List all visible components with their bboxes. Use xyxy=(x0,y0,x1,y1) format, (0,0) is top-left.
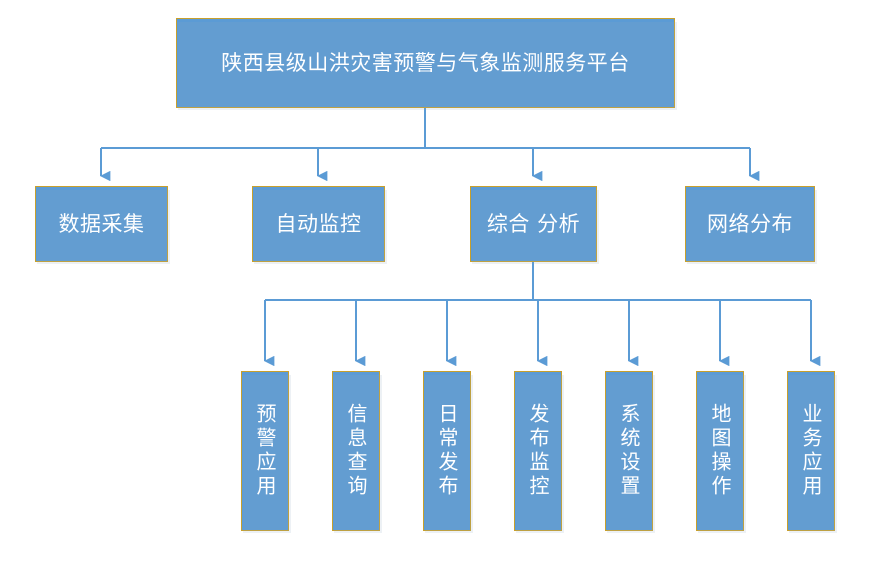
node-map-operation-label: 地图操作 xyxy=(708,403,732,499)
node-network-distribution[interactable]: 网络分布 xyxy=(685,186,817,264)
node-data-collection-label: 数据采集 xyxy=(58,211,145,236)
node-system-settings-label: 系统设置 xyxy=(617,403,641,499)
node-comprehensive-analysis[interactable]: 综合 分析 xyxy=(470,186,599,264)
node-business-application[interactable]: 业务应用 xyxy=(787,371,837,533)
node-publishing-monitoring[interactable]: 发布监控 xyxy=(514,371,564,533)
node-daily-publishing-label: 日常发布 xyxy=(435,403,459,499)
node-comprehensive-analysis-label: 综合 分析 xyxy=(486,211,581,236)
node-information-query[interactable]: 信息查询 xyxy=(332,371,382,533)
node-network-distribution-label: 网络分布 xyxy=(707,211,793,236)
node-auto-monitoring[interactable]: 自动监控 xyxy=(252,186,387,264)
node-business-application-label: 业务应用 xyxy=(799,403,823,499)
node-warning-application-label: 预警应用 xyxy=(253,403,277,499)
node-information-query-label: 信息查询 xyxy=(344,403,368,499)
node-data-collection[interactable]: 数据采集 xyxy=(35,186,170,264)
node-daily-publishing[interactable]: 日常发布 xyxy=(423,371,473,533)
node-publishing-monitoring-label: 发布监控 xyxy=(526,403,550,499)
node-map-operation[interactable]: 地图操作 xyxy=(696,371,746,533)
node-system-settings[interactable]: 系统设置 xyxy=(605,371,655,533)
node-warning-application[interactable]: 预警应用 xyxy=(241,371,291,533)
node-auto-monitoring-label: 自动监控 xyxy=(275,211,362,236)
node-platform-title[interactable]: 陕西县级山洪灾害预警与气象监测服务平台 xyxy=(176,18,677,110)
node-platform-title-label: 陕西县级山洪灾害预警与气象监测服务平台 xyxy=(221,50,630,75)
